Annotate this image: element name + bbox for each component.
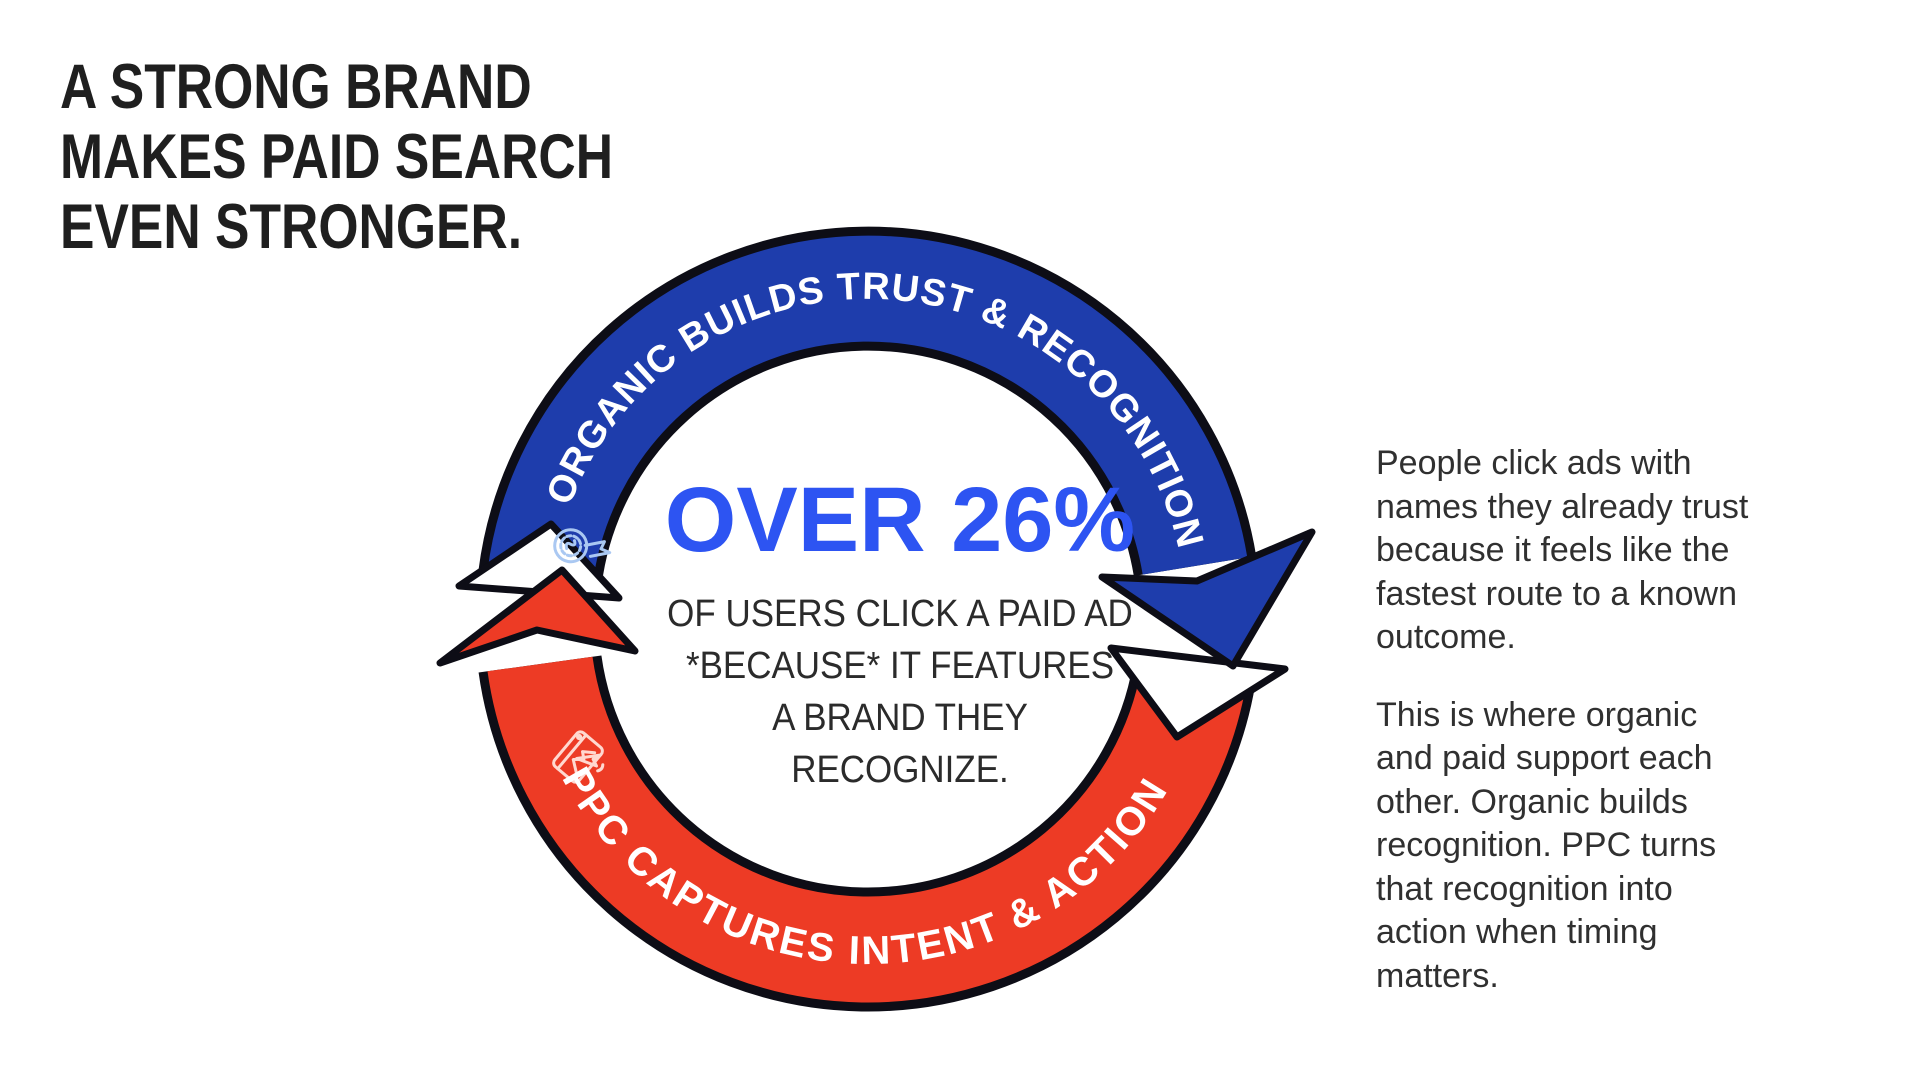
center-statistic-caption: OF USERS CLICK A PAID AD *BECAUSE* IT FE… [667, 593, 1133, 791]
organic-arrow-head [1098, 528, 1316, 670]
ad-click-icon [552, 730, 605, 784]
explainer-paragraph-1: People click ads with names they already… [1376, 444, 1749, 656]
organic-ppc-cycle-diagram: ORGANIC BUILDS TRUST & RECOGNITION PPC C… [436, 226, 1316, 1012]
ppc-arrow-head [436, 566, 639, 667]
ppc-tail-notch [1107, 644, 1289, 741]
ppc-arc-band [487, 656, 1247, 1003]
center-statistic: OVER 26% [664, 469, 1136, 571]
explainer-text-block: People click ads with names they already… [1376, 442, 1916, 998]
organic-arc-band [487, 235, 1248, 585]
explainer-paragraph-2: This is where organic and paid support e… [1376, 695, 1717, 995]
award-badge-icon [553, 528, 612, 564]
page-title: A STRONG BRAND MAKES PAID SEARCH EVEN ST… [60, 52, 614, 262]
